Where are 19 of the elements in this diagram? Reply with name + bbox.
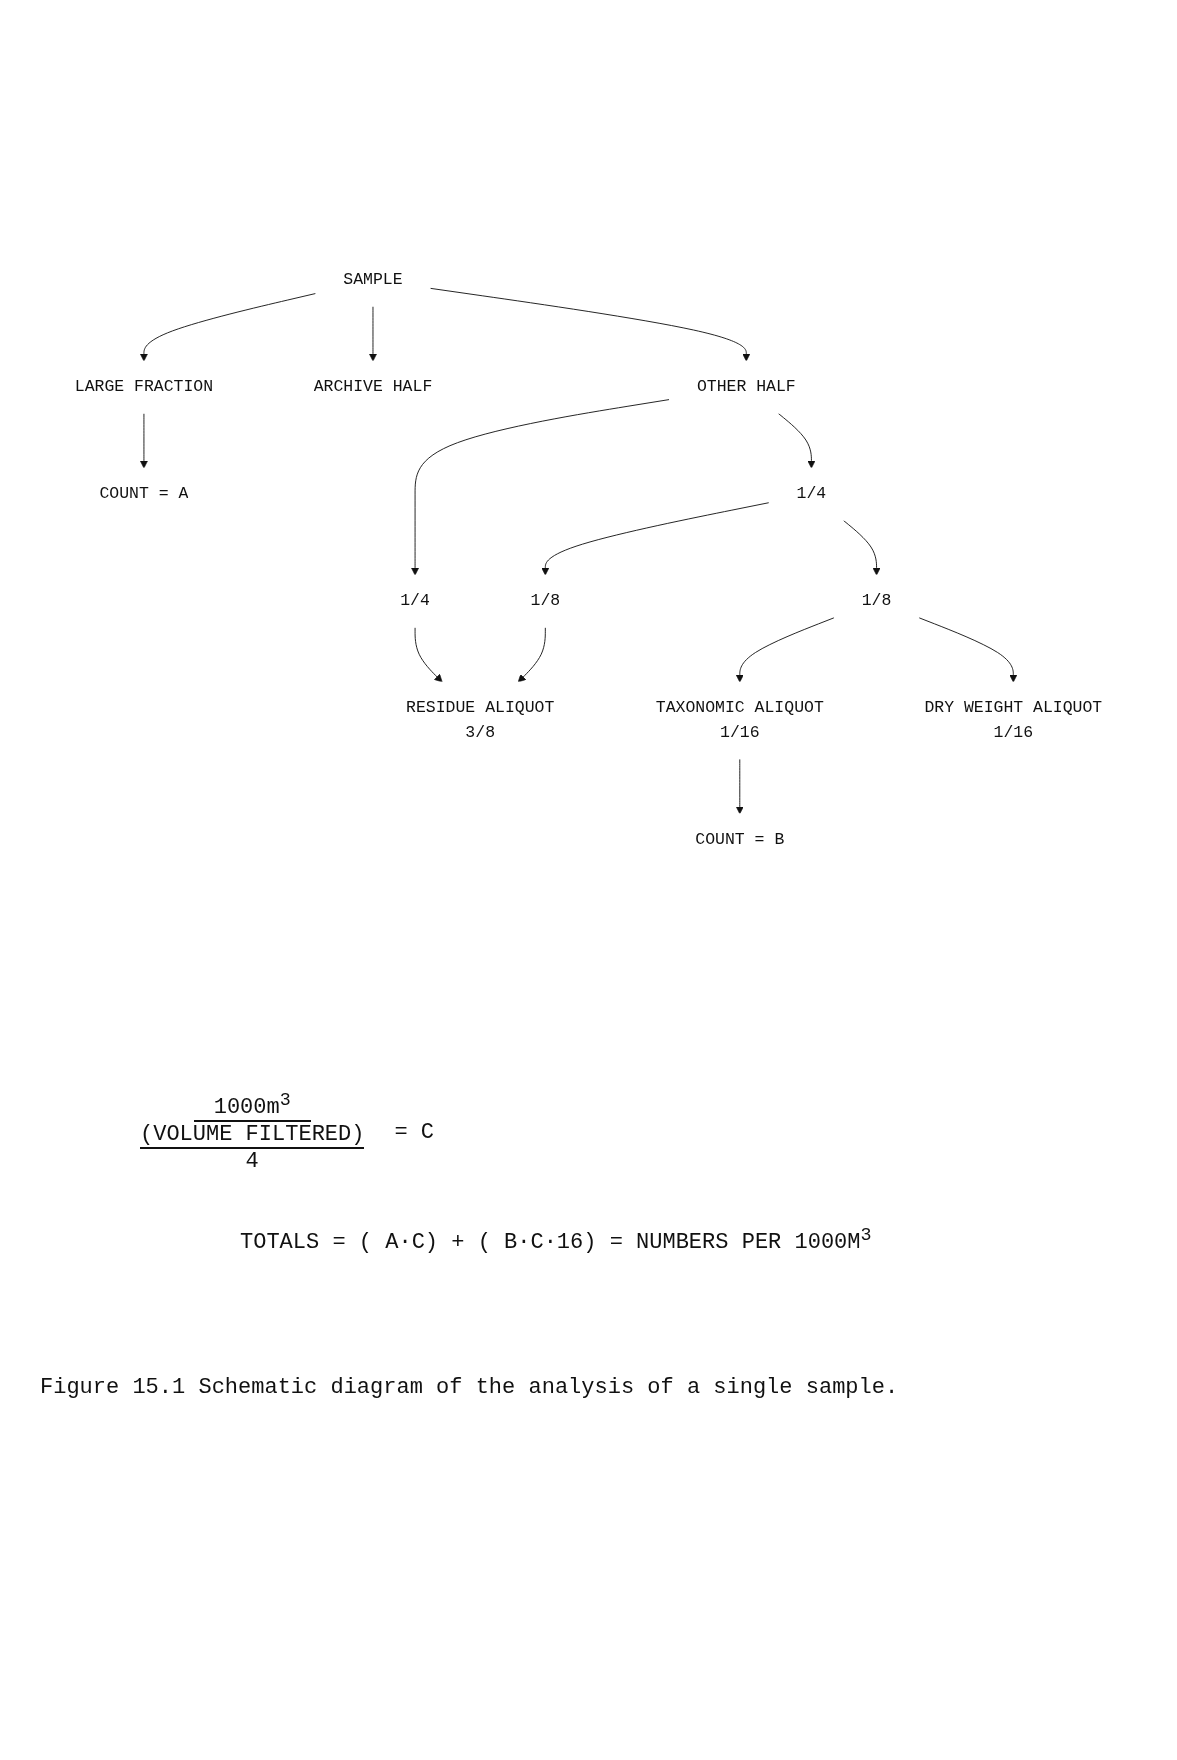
node-text: 1/8 [861,591,892,610]
formula-text: = C [394,1119,435,1145]
node-text: ARCHIVE HALF [313,377,433,396]
node-text: TAXONOMIC ALIQUOT 1/16 [655,698,824,742]
node-text: COUNT = B [695,830,785,849]
formula-text: 4 [245,1149,259,1175]
node-text: LARGE FRACTION [74,377,214,396]
formula-text: 1000m$^{3}$ [193,1090,311,1123]
formula-text: (VOLUME FILTERED) [140,1122,365,1150]
node-text: COUNT = A [99,484,189,503]
node-text: 1/8 [530,591,561,610]
formula-text: TOTALS = ( A·C) + ( B·C·16) = NUMBERS PER 1000M$^{3}$ [240,1229,872,1255]
node-text: DRY WEIGHT ALIQUOT 1/16 [924,698,1103,742]
node-text: RESIDUE ALIQUOT 3/8 [406,698,555,742]
node-text: 1/4 [400,591,430,610]
figure-caption: Figure 15.1 Schematic diagram of the analysis of a single sample. [40,1374,900,1400]
node-text: SAMPLE [343,270,403,289]
node-text: OTHER HALF [696,377,796,396]
node-text: 1/4 [796,484,827,503]
